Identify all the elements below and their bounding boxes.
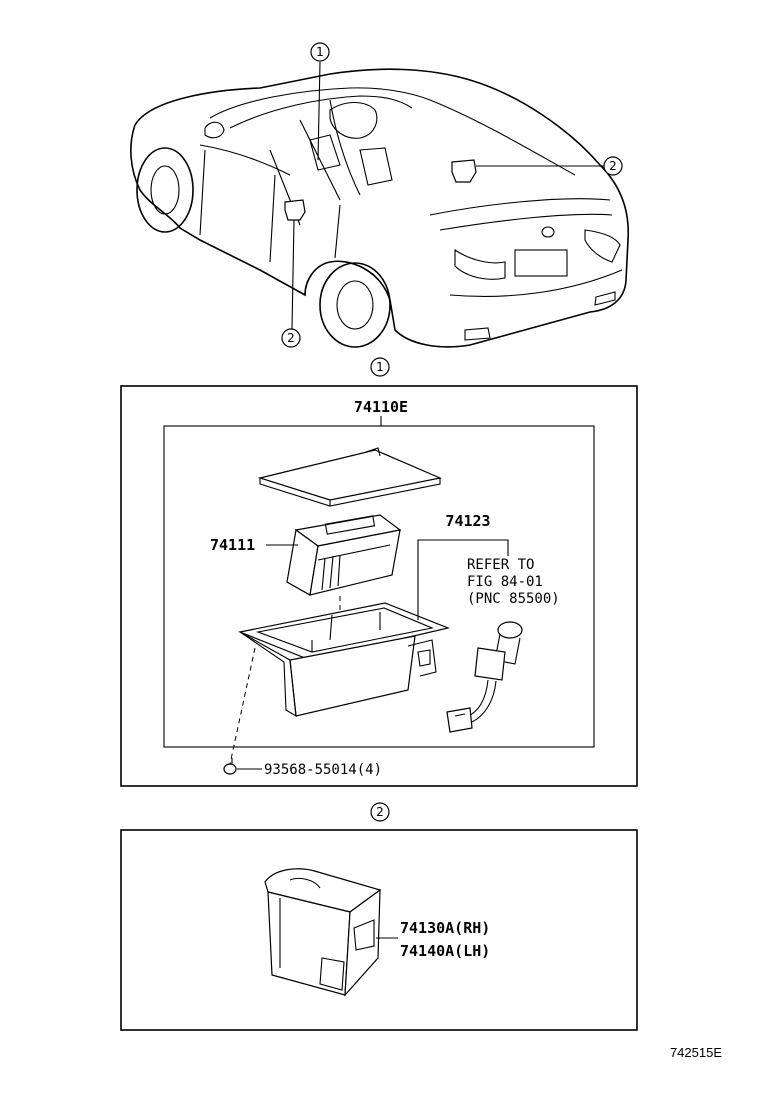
ashtray-assembly-icon xyxy=(237,602,451,718)
refer-to-line1: REFER TO xyxy=(467,557,534,573)
part-74111: 74111 xyxy=(210,536,255,554)
screw-icon xyxy=(223,758,237,775)
svg-text:2: 2 xyxy=(609,159,617,173)
callout-car-2-rear: 2 xyxy=(476,156,623,176)
assembly-frame xyxy=(163,425,595,748)
part-74140A: 74140A(LH) xyxy=(400,942,490,960)
door-ashtray-icon xyxy=(264,868,382,997)
part-93568-55014: 93568-55014(4) xyxy=(264,762,382,778)
callout-car-1: 1 xyxy=(310,42,330,161)
figure-number: 742515E xyxy=(670,1045,722,1060)
lid-icon xyxy=(257,447,443,507)
part-74110E: 74110E xyxy=(354,398,408,416)
section-2-frame xyxy=(120,829,638,1031)
refer-to-line3: (PNC 85500) xyxy=(467,591,560,607)
svg-text:1: 1 xyxy=(376,360,384,374)
car-icon xyxy=(130,68,630,348)
section-1-marker: 1 xyxy=(370,357,390,377)
inner-tray-icon xyxy=(286,514,402,596)
svg-text:2: 2 xyxy=(376,805,384,819)
section-2-marker: 2 xyxy=(370,802,390,822)
svg-text:1: 1 xyxy=(316,45,324,59)
section-1-frame xyxy=(120,385,638,787)
callout-car-2-front: 2 xyxy=(281,219,301,348)
svg-text:2: 2 xyxy=(287,331,295,345)
part-74130A: 74130A(RH) xyxy=(400,919,490,937)
refer-to-line2: FIG 84-01 xyxy=(467,574,543,590)
socket-icon xyxy=(446,621,523,733)
part-74123: 74123 xyxy=(445,512,490,530)
